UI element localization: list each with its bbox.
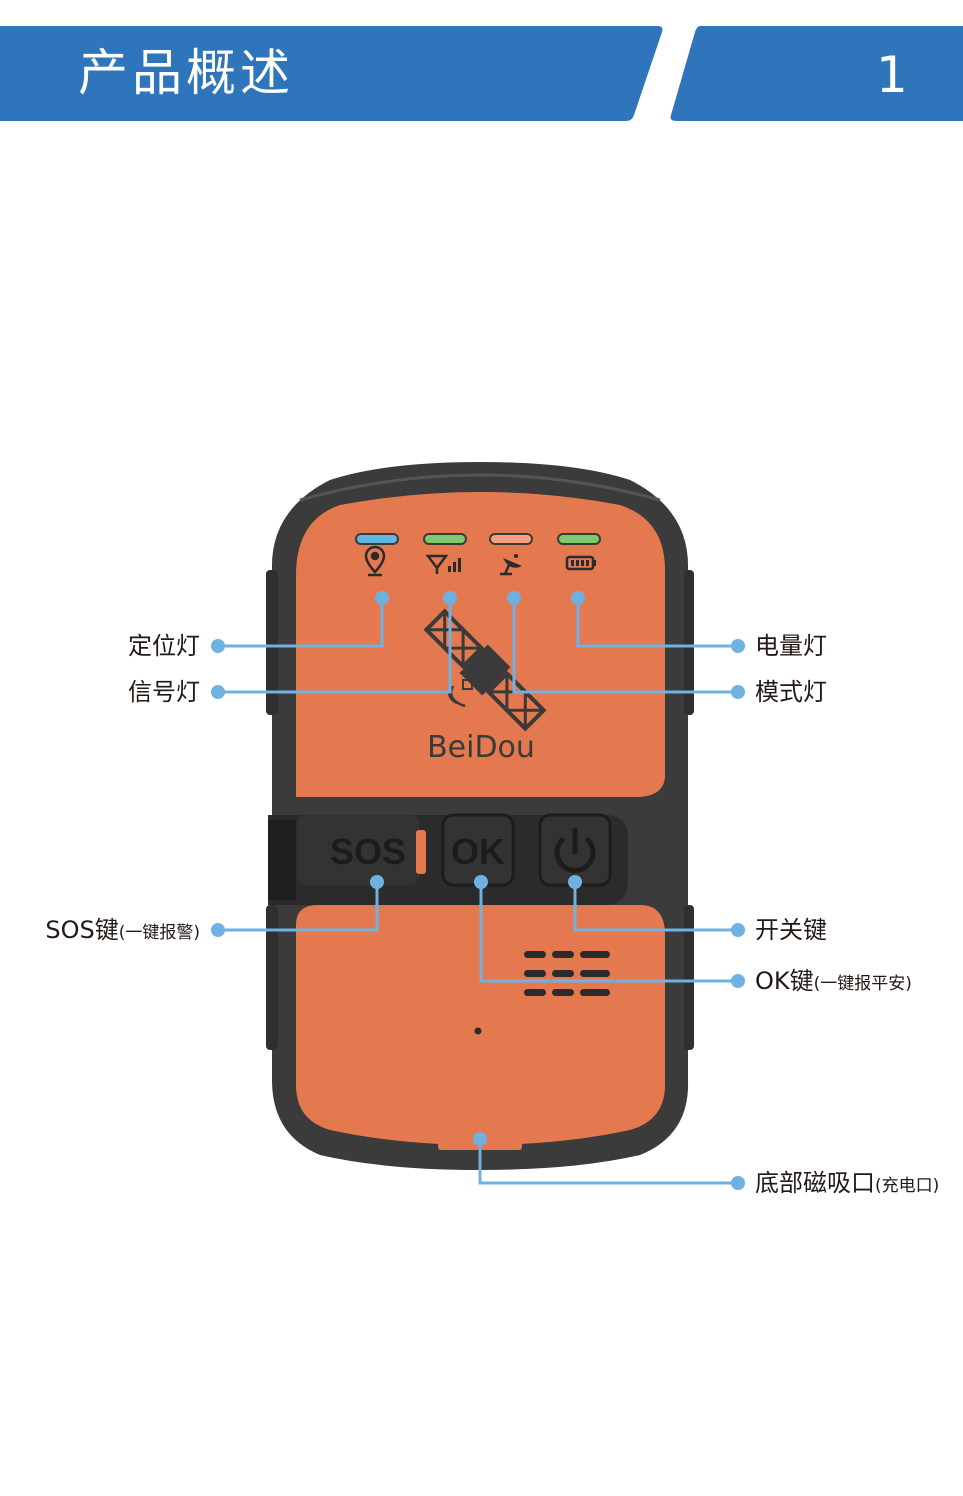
- location-led: [355, 533, 399, 545]
- page-number: 1: [876, 46, 908, 104]
- callout-dots: [211, 591, 745, 1190]
- label-location-light: 定位灯: [128, 632, 200, 660]
- power-icon: [554, 827, 596, 873]
- callout-lines: [218, 598, 738, 1185]
- label-ok-key-text: OK键: [755, 967, 814, 995]
- callout-line-mode: [512, 598, 738, 694]
- sos-button-label: SOS: [330, 831, 406, 872]
- speaker-grille: [524, 951, 610, 996]
- brand-name: BeiDou: [427, 730, 535, 765]
- label-power-key: 开关键: [755, 916, 827, 944]
- microphone-hole: [474, 1027, 482, 1035]
- satellite-dish-icon: [500, 554, 522, 576]
- header-banner: [0, 26, 963, 121]
- label-ok-key-note: (一键报平安): [813, 974, 912, 994]
- ok-button-label: OK: [451, 831, 505, 872]
- callout-line-signal: [218, 598, 452, 694]
- label-sos-key-text: SOS键: [45, 916, 119, 944]
- sos-indicator: [416, 830, 426, 874]
- left-grip: [266, 570, 278, 715]
- banner-shape: [0, 26, 963, 121]
- signal-led: [423, 533, 467, 545]
- label-charge-port-note: (充电口): [875, 1176, 940, 1196]
- callout-line-power-light: [576, 598, 738, 648]
- battery-icon: [565, 555, 596, 571]
- lower-panel: [296, 905, 665, 1145]
- label-power-light: 电量灯: [755, 632, 827, 660]
- callout-line-port: [478, 1139, 738, 1185]
- callout-line-power-key: [573, 882, 738, 932]
- label-ok-key: OK键(一键报平安): [755, 966, 912, 999]
- battery-led: [557, 533, 601, 545]
- location-pin-icon: [364, 545, 386, 577]
- callout-line-ok: [479, 882, 738, 983]
- sos-button[interactable]: [297, 815, 419, 885]
- label-charge-port-text: 底部磁吸口: [755, 1169, 875, 1197]
- label-sos-key-note: (一键报警): [118, 923, 200, 943]
- label-sos-key: SOS键(一键报警): [20, 915, 200, 948]
- label-charge-port: 底部磁吸口(充电口): [755, 1168, 939, 1201]
- callout-line-sos: [218, 882, 379, 932]
- label-mode-light: 模式灯: [755, 678, 827, 706]
- signal-icon: [425, 554, 461, 574]
- right-grip: [684, 570, 694, 715]
- page-title: 产品概述: [78, 44, 294, 102]
- label-signal-light: 信号灯: [128, 678, 200, 706]
- mode-led: [489, 533, 533, 545]
- callout-line-location: [218, 598, 384, 648]
